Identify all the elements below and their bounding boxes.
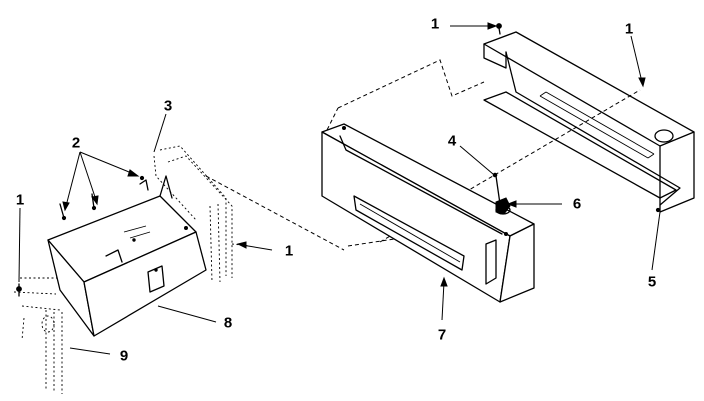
callout-3: 3 xyxy=(163,97,173,115)
left-screw xyxy=(16,283,22,297)
callout-4: 4 xyxy=(447,132,457,150)
callout-1-top: 1 xyxy=(430,15,440,33)
front-housing xyxy=(321,123,535,303)
drip-tray xyxy=(47,175,207,337)
screw-and-fitting xyxy=(492,172,511,215)
callout-8: 8 xyxy=(223,314,233,332)
callout-5: 5 xyxy=(647,273,657,291)
rear-mounting-bracket xyxy=(483,31,695,213)
callout-1-right-bracket: 1 xyxy=(624,20,634,38)
callout-2: 2 xyxy=(71,134,81,152)
callout-7: 7 xyxy=(437,326,447,344)
top-screw xyxy=(496,23,502,35)
leader-lines xyxy=(18,22,661,355)
callout-1-mid: 1 xyxy=(284,242,294,260)
callout-6: 6 xyxy=(572,195,582,213)
callout-1-left: 1 xyxy=(15,191,25,209)
callout-9: 9 xyxy=(119,347,129,365)
